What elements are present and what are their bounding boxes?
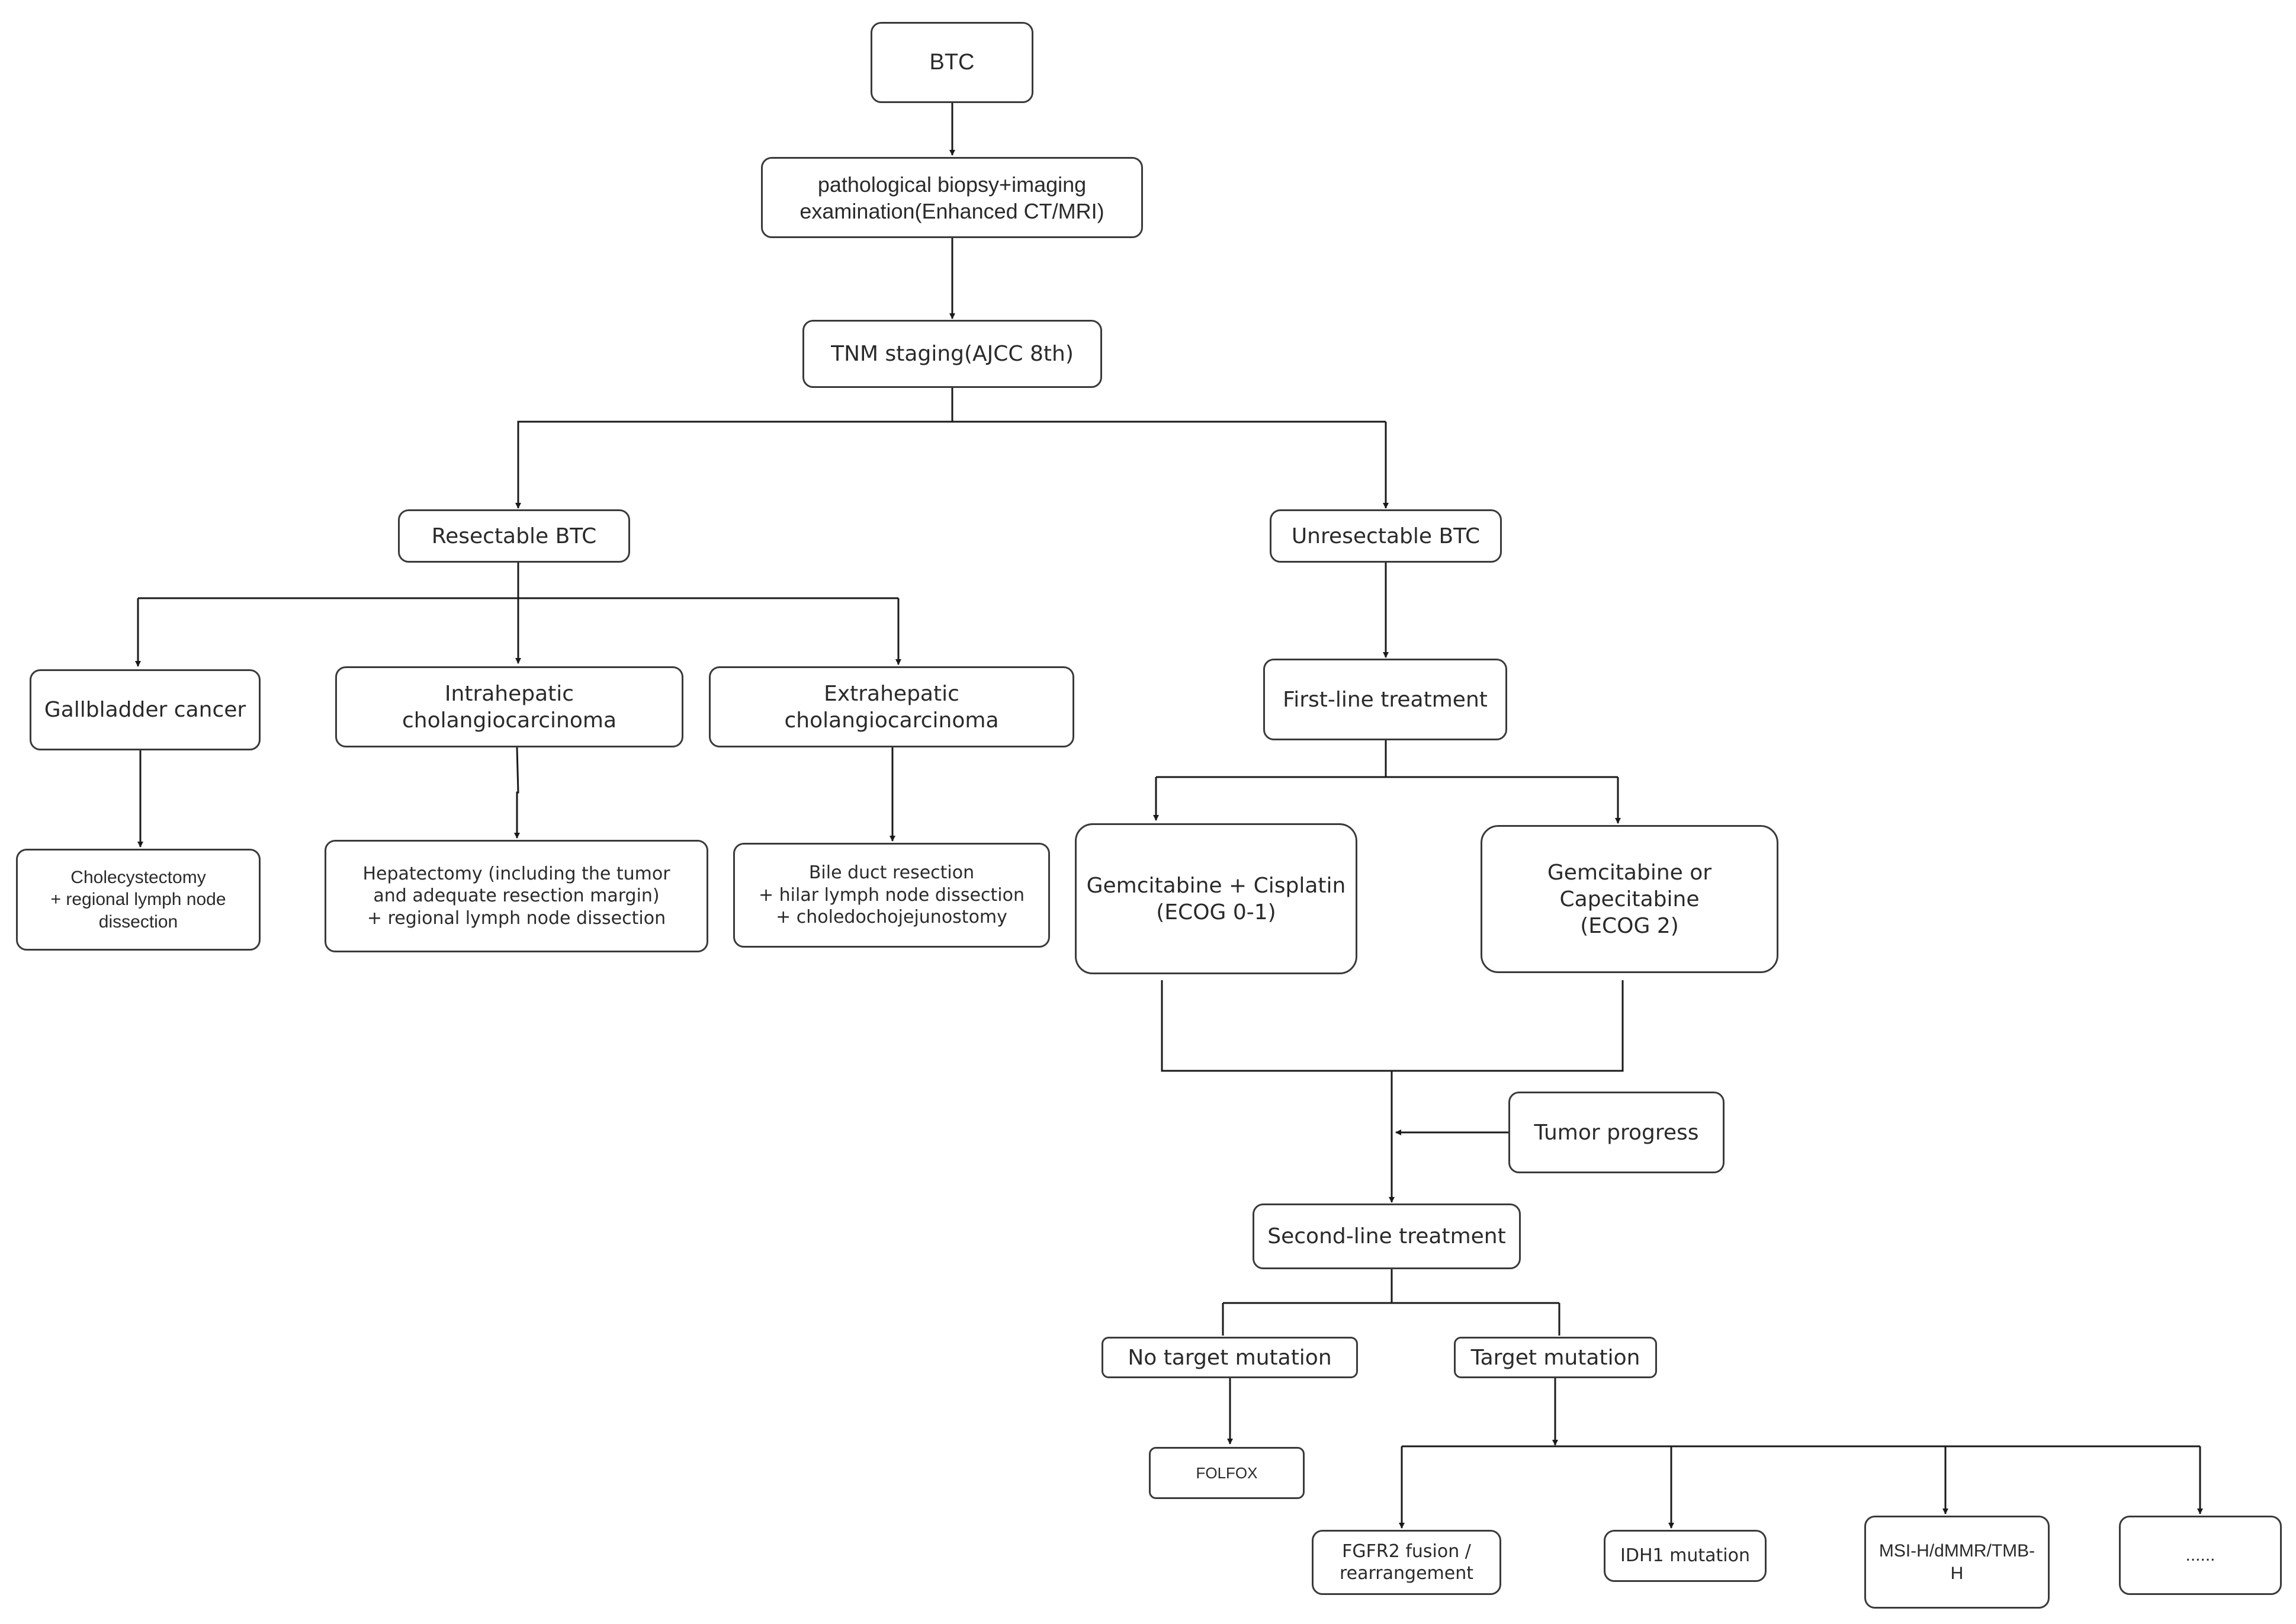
node-no-target: No target mutation [1102,1337,1358,1378]
node-first-line: First-line treatment [1263,659,1507,740]
node-tnm-staging: TNM staging(AJCC 8th) [802,320,1102,388]
node-unresectable: Unresectable BTC [1270,509,1502,563]
node-gem-capecitabine: Gemcitabine or Capecitabine (ECOG 2) [1481,825,1778,973]
node-cholecystectomy: Cholecystectomy + regional lymph node di… [16,849,261,951]
node-intrahepatic: Intrahepatic cholangiocarcinoma [335,666,683,747]
node-tumor-progress: Tumor progress [1508,1092,1725,1173]
node-folfox: FOLFOX [1149,1447,1305,1499]
node-second-line: Second-line treatment [1253,1203,1521,1269]
node-btc: BTC [871,22,1033,103]
node-gallbladder: Gallbladder cancer [30,669,261,750]
node-extrahepatic: Extrahepatic cholangiocarcinoma [709,666,1074,747]
split-tnm [517,388,953,423]
node-biopsy: pathological biopsy+imaging examination(… [761,157,1143,238]
node-bile-duct: Bile duct resection + hilar lymph node d… [733,843,1050,948]
node-idh1: IDH1 mutation [1604,1530,1767,1582]
node-more: ...... [2119,1516,2282,1595]
node-hepatectomy: Hepatectomy (including the tumor and ade… [325,840,708,952]
node-msih: MSI-H/dMMR/TMB- H [1864,1516,2050,1609]
node-fgfr2: FGFR2 fusion / rearrangement [1312,1530,1501,1595]
node-target: Target mutation [1454,1337,1657,1378]
node-resectable: Resectable BTC [398,509,630,563]
node-gem-cisplatin: Gemcitabine + Cisplatin (ECOG 0-1) [1075,823,1357,974]
arrow-to-hepatectomy [514,747,520,839]
